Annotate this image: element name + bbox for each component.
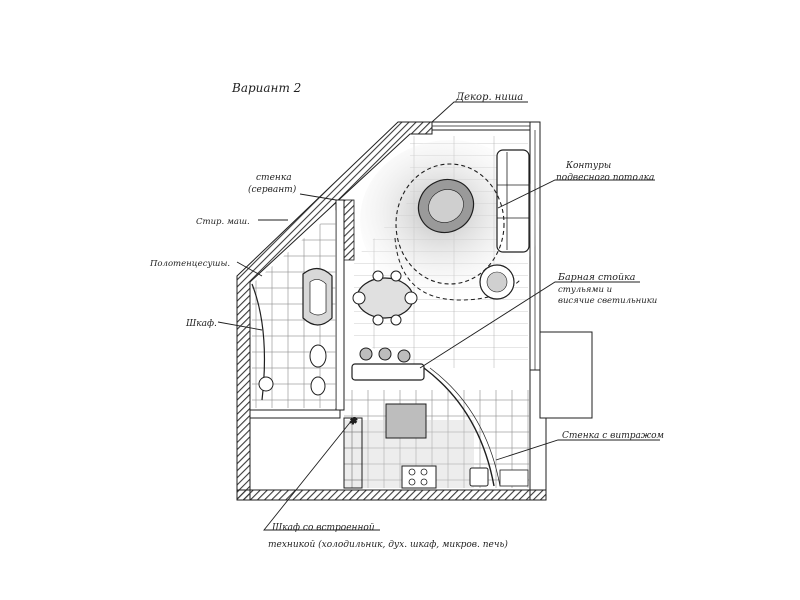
label-towel-rails: Полотенцесушы. [149, 259, 230, 269]
furniture: ✱ [251, 149, 530, 489]
plan-title: Вариант 2 [231, 81, 301, 95]
svg-text:✱: ✱ [349, 417, 358, 427]
label-decor-niche: Декор. ниша [455, 92, 523, 103]
label-washing-machine: Стир. маш. [196, 217, 250, 227]
label-wall-unit-1: стенка [256, 173, 292, 183]
labels: Вариант 2 Декор. ниша Контуры подвесного… [149, 81, 664, 550]
label-bar-counter-2: стульями и [558, 285, 612, 295]
label-bar-counter-3: висячие светильники [558, 296, 657, 306]
label-appliance-cabinet-2: техникой (холодильник, дух. шкаф, микров… [268, 539, 508, 550]
label-partition-glass: Стенка с витражом [562, 431, 664, 441]
label-wall-unit-2: (сервант) [248, 184, 297, 195]
label-wardrobe: Шкаф. [185, 319, 217, 329]
label-bar-counter-1: Барная стойка [557, 272, 636, 283]
label-ceiling-contours-2: подвесного потолка [556, 173, 654, 183]
label-ceiling-contours-1: Контуры [565, 161, 611, 171]
leader-lines [217, 101, 660, 531]
label-appliance-cabinet-1: Шкаф со встроенной [271, 523, 375, 533]
